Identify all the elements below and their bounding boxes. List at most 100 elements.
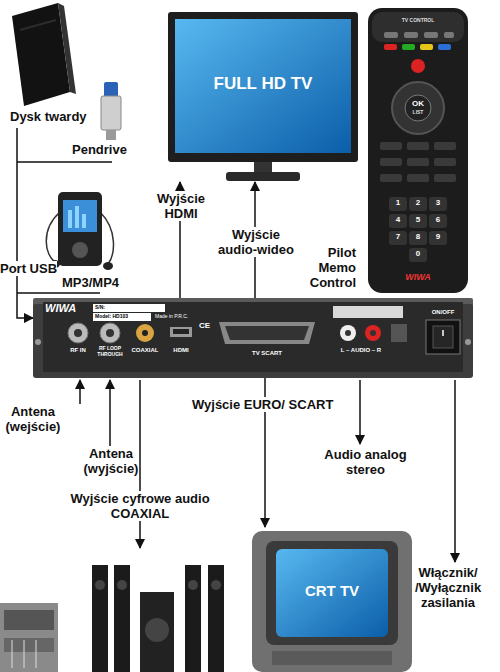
mp3-player-part bbox=[46, 212, 60, 262]
node-text: ON/OFF bbox=[423, 309, 463, 316]
callout-label: Pilot Memo Control bbox=[296, 246, 356, 291]
speaker-set-part bbox=[95, 580, 105, 590]
crt-outline bbox=[252, 527, 412, 672]
leader-line-part bbox=[109, 380, 111, 446]
node-text: LIST bbox=[406, 110, 430, 116]
receiver-outline-part bbox=[142, 330, 148, 336]
callout-label: MP3/MP4 bbox=[62, 276, 132, 291]
receiver-outline-part bbox=[219, 322, 315, 344]
node-text: Model: HD103 bbox=[95, 314, 151, 320]
node-text: Made in P.R.C. bbox=[155, 314, 205, 320]
edge-label: Wyjście audio-wideo bbox=[218, 227, 294, 257]
receiver-outline-part bbox=[173, 329, 189, 334]
remote-outline-part bbox=[402, 44, 415, 50]
node-text: S/N: bbox=[95, 305, 135, 311]
crt-outline-part bbox=[252, 531, 412, 672]
callout-label: Włącznik/ /Wyłącznik zasilania bbox=[408, 566, 488, 611]
remote-outline-part bbox=[429, 231, 447, 245]
receiver-outline-part bbox=[93, 313, 151, 321]
mp3-player-part bbox=[63, 200, 97, 232]
speaker-set-part bbox=[24, 640, 25, 668]
speaker-set-part bbox=[208, 565, 224, 672]
remote-outline-part bbox=[389, 197, 407, 211]
leader-line-part bbox=[454, 380, 456, 562]
mp3-player-part bbox=[100, 212, 113, 264]
remote-outline-part bbox=[407, 158, 429, 166]
remote-outline-part bbox=[434, 158, 456, 166]
receiver-outline-part bbox=[391, 324, 407, 342]
receiver-outline-part bbox=[365, 325, 381, 341]
remote-outline-part bbox=[409, 231, 427, 245]
node-text: COAXIAL bbox=[127, 347, 163, 354]
remote-outline-part bbox=[405, 95, 431, 121]
mp3-player-part bbox=[75, 206, 79, 228]
leader-line-part bbox=[17, 292, 100, 294]
callout-text: Port USB bbox=[0, 261, 57, 276]
node-text: 9 bbox=[429, 233, 447, 242]
usb-pendrive-part bbox=[101, 96, 121, 130]
callout-text: Audio analog stereo bbox=[324, 447, 406, 477]
receiver-outline-part bbox=[74, 329, 82, 337]
usb-pendrive bbox=[101, 82, 121, 140]
remote-outline-part bbox=[420, 44, 433, 50]
callout-text: Antena (wyjście) bbox=[84, 446, 139, 476]
remote-outline-part bbox=[368, 8, 468, 293]
remote-outline-part bbox=[392, 82, 444, 134]
node-text: 2 bbox=[409, 199, 427, 208]
hard-drive bbox=[12, 3, 76, 106]
remote-outline-part bbox=[409, 248, 427, 262]
receiver-outline-part bbox=[136, 324, 154, 342]
crt-outline-part bbox=[272, 651, 392, 665]
edge-label-box: Wyjście EURO/ SCART bbox=[192, 398, 342, 413]
node-text: 3 bbox=[429, 199, 447, 208]
speaker-set-part bbox=[145, 618, 169, 642]
leader-line-part bbox=[79, 380, 81, 404]
hard-drive-part bbox=[20, 20, 56, 30]
receiver-panel: WIWAS/N:Model: HD103Made in P.R.C.CERF I… bbox=[33, 298, 473, 378]
remote-outline-part bbox=[389, 231, 407, 245]
speaker-set-part bbox=[140, 592, 174, 672]
receiver-outline-part bbox=[433, 326, 453, 348]
remote-outline-part bbox=[384, 32, 398, 38]
edge-label: Wyjście HDMI bbox=[157, 191, 205, 221]
mp3-player bbox=[46, 192, 113, 270]
receiver-outline-part bbox=[225, 326, 309, 340]
receiver-outline-part bbox=[170, 327, 192, 337]
remote-outline-part bbox=[380, 174, 402, 182]
callout-label: Port USB bbox=[0, 262, 64, 277]
speaker-set-part bbox=[185, 565, 201, 672]
remote-outline-part bbox=[424, 32, 438, 38]
receiver-outline-part bbox=[465, 339, 471, 345]
speaker-set-part bbox=[188, 580, 198, 590]
callout-label: Antena (wyjście) bbox=[78, 447, 144, 477]
node-text: FULL HD TV bbox=[175, 74, 351, 93]
crt-outline-part bbox=[276, 549, 388, 637]
speaker-set-part bbox=[36, 640, 37, 668]
remote-control: TV CONTROLOKLIST1234567890WIWA bbox=[368, 8, 468, 293]
node-text: TV CONTROL bbox=[388, 18, 448, 24]
remote-outline-part bbox=[411, 59, 425, 73]
receiver-outline-part bbox=[68, 323, 88, 343]
node-text: 4 bbox=[389, 216, 407, 225]
edge-label: Wyjście EURO/ SCART bbox=[192, 397, 333, 412]
callout-text: Pendrive bbox=[72, 142, 127, 157]
node-text: WIWA bbox=[45, 302, 91, 314]
node-text: CE bbox=[199, 322, 217, 331]
callout-text: Wyjście cyfrowe audio COAXIAL bbox=[70, 491, 209, 521]
hard-drive-part bbox=[58, 3, 76, 94]
node-text: 5 bbox=[409, 216, 427, 225]
remote-outline-part bbox=[384, 44, 397, 50]
speaker-set-part bbox=[114, 565, 130, 672]
monitor-outline-part bbox=[254, 160, 272, 174]
crt-outline-part bbox=[266, 541, 398, 645]
monitor-outline-part bbox=[168, 12, 358, 162]
node-text: OK bbox=[406, 100, 430, 109]
remote-outline-part bbox=[429, 214, 447, 228]
node-text: 8 bbox=[409, 233, 427, 242]
node-text: 0 bbox=[409, 250, 427, 259]
node-text: CRT TV bbox=[276, 583, 388, 600]
receiver-outline-part bbox=[370, 330, 376, 336]
receiver-outline-part bbox=[106, 329, 114, 337]
node-text: TV SCART bbox=[237, 350, 297, 357]
